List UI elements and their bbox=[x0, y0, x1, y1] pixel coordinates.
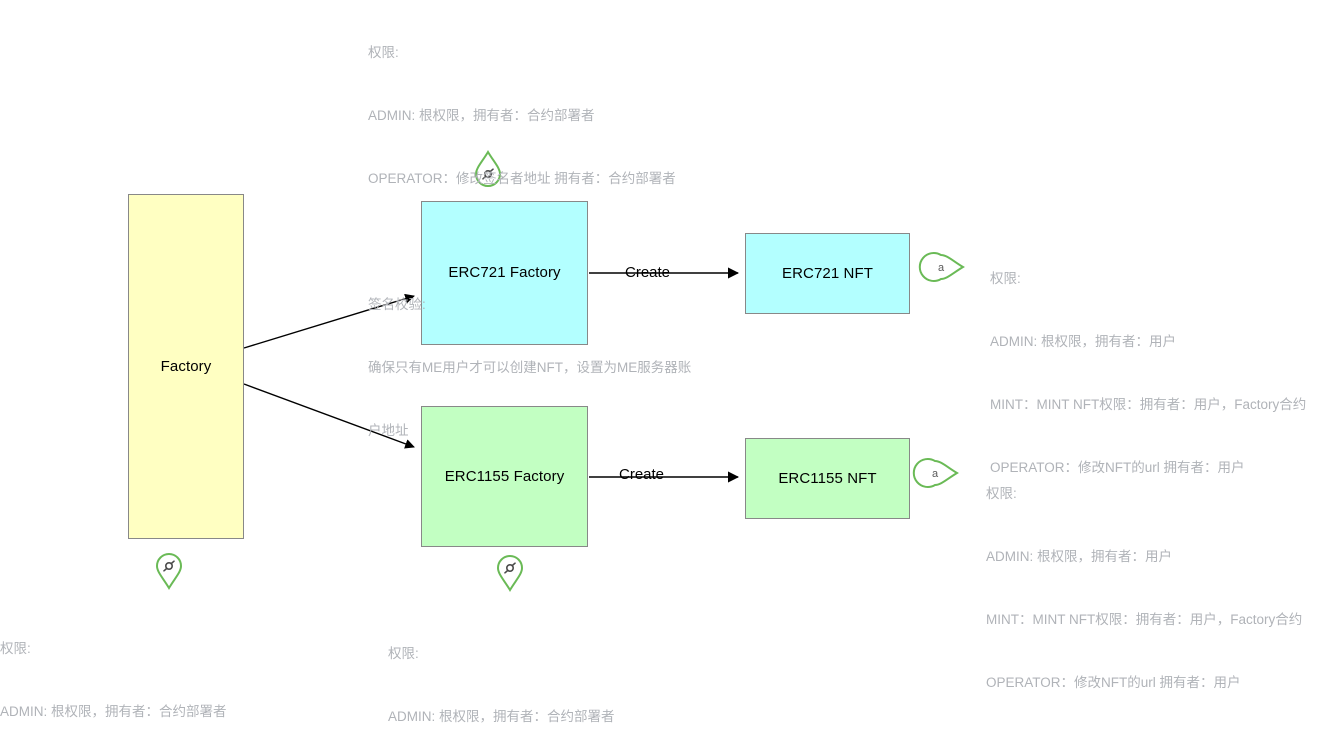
note-line-operator: OPERATOR：修改NFT的url 拥有者：用户 bbox=[990, 460, 1245, 475]
note-heading-permissions: 权限: bbox=[990, 271, 1021, 286]
note-heading-permissions: 权限: bbox=[388, 646, 419, 661]
note-erc721-nft: 权限: ADMIN: 根权限，拥有者：用户 MINT：MINT NFT权限：拥有… bbox=[990, 226, 1334, 520]
note-line-operator: OPERATOR：修改签名者地址 拥有者：合约部署者 bbox=[368, 171, 676, 186]
comment-marker-icon bbox=[165, 562, 174, 571]
comment-marker-icon bbox=[484, 169, 493, 178]
node-erc721-factory[interactable]: ERC721 Factory bbox=[421, 201, 588, 345]
note-line-admin: ADMIN: 根权限，拥有者：合约部署者 bbox=[368, 108, 595, 123]
anchor-pin-erc1155-nft[interactable]: a bbox=[912, 455, 959, 491]
comment-pin-factory[interactable] bbox=[154, 552, 184, 590]
note-heading-signature: 签名校验: bbox=[368, 297, 426, 312]
note-heading-permissions: 权限: bbox=[0, 641, 31, 656]
note-erc1155-nft: 权限: ADMIN: 根权限，拥有者：用户 MINT：MINT NFT权限：拥有… bbox=[986, 441, 1330, 735]
note-line-admin: ADMIN: 根权限，拥有者：合约部署者 bbox=[0, 704, 227, 719]
anchor-letter: a bbox=[938, 262, 945, 274]
note-line-signature-1: 确保只有ME用户才可以创建NFT，设置为ME服务器账 bbox=[368, 360, 692, 375]
note-line-mint: MINT：MINT NFT权限：拥有者：用户，Factory合约 bbox=[986, 612, 1303, 627]
comment-pin-erc721-factory[interactable] bbox=[473, 150, 503, 188]
edge-label-create-erc721: Create bbox=[625, 264, 671, 281]
node-erc721-factory-label: ERC721 Factory bbox=[448, 264, 561, 281]
note-spacer bbox=[368, 231, 728, 252]
note-heading-permissions: 权限: bbox=[368, 45, 399, 60]
note-erc721-factory: 权限: ADMIN: 根权限，拥有者：合约部署者 OPERATOR：修改签名者地… bbox=[368, 0, 728, 483]
node-erc1155-nft-label: ERC1155 NFT bbox=[778, 469, 877, 487]
anchor-letter: a bbox=[932, 468, 939, 480]
node-factory-label: Factory bbox=[160, 357, 212, 375]
note-line-signature-2: 户地址 bbox=[368, 423, 409, 438]
edge-label-create-erc1155: Create bbox=[619, 466, 665, 483]
note-line-admin: ADMIN: 根权限，拥有者：合约部署者 bbox=[388, 709, 615, 724]
node-factory[interactable]: Factory bbox=[128, 194, 244, 539]
note-line-admin: ADMIN: 根权限，拥有者：用户 bbox=[990, 334, 1177, 349]
note-line-admin: ADMIN: 根权限，拥有者：用户 bbox=[986, 549, 1173, 564]
comment-pin-erc1155-factory[interactable] bbox=[495, 554, 525, 592]
note-erc1155-factory: 权限: ADMIN: 根权限，拥有者：合约部署者 OPERATOR：修改签名者地… bbox=[388, 601, 748, 749]
note-line-mint: MINT：MINT NFT权限：拥有者：用户，Factory合约 bbox=[990, 397, 1307, 412]
note-line-operator: OPERATOR：修改NFT的url 拥有者：用户 bbox=[986, 675, 1241, 690]
node-erc1155-factory[interactable]: ERC1155 Factory bbox=[421, 406, 588, 547]
node-erc1155-factory-label: ERC1155 Factory bbox=[444, 467, 565, 485]
node-erc721-nft-label: ERC721 NFT bbox=[781, 264, 874, 282]
node-erc1155-nft[interactable]: ERC1155 NFT bbox=[745, 438, 910, 519]
anchor-pin-erc721-nft[interactable]: a bbox=[918, 249, 965, 285]
comment-marker-icon bbox=[506, 564, 515, 573]
note-heading-permissions: 权限: bbox=[986, 486, 1017, 501]
node-erc721-nft[interactable]: ERC721 NFT bbox=[745, 233, 910, 314]
note-factory: 权限: ADMIN: 根权限，拥有者：合约部署者 MINT：MINT NFT权限… bbox=[0, 596, 380, 749]
